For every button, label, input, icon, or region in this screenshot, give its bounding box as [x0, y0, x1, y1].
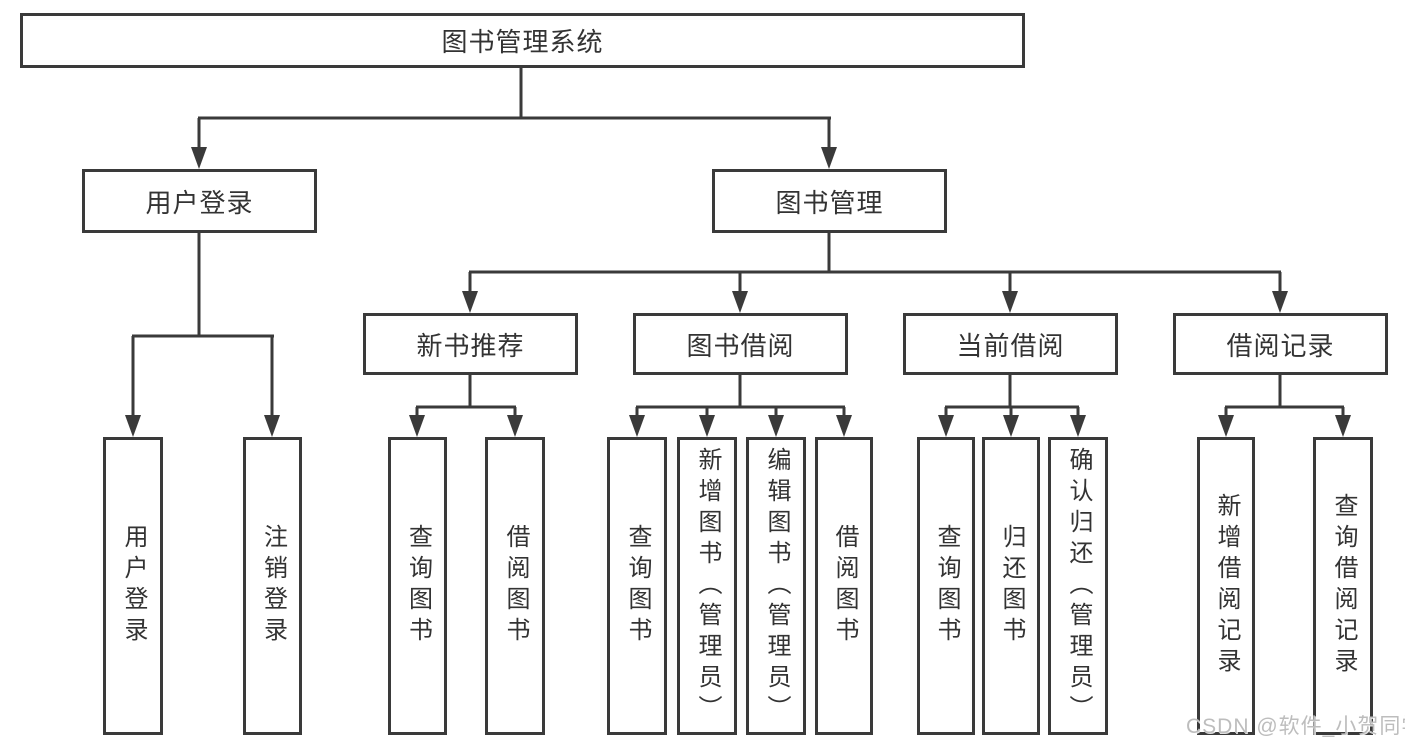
node-label: 查询图书: [933, 524, 960, 648]
node-label: 借阅图书: [831, 524, 858, 648]
leaf-user-login: 用户登录: [103, 437, 163, 735]
node-label: 借阅记录: [1226, 330, 1335, 361]
node-library-management-system: 图书管理系统: [20, 13, 1025, 68]
node-label: 当前借阅: [956, 330, 1065, 361]
leaf-borrow-books-recommend: 借阅图书: [485, 437, 545, 735]
node-new-book-recommendation: 新书推荐: [363, 313, 578, 375]
leaf-logout: 注销登录: [243, 437, 302, 735]
node-label: 确认归还（管理员）: [1065, 446, 1092, 726]
leaf-query-books-current: 查询图书: [917, 437, 975, 735]
node-label: 查询图书: [404, 524, 432, 648]
node-label: 图书借阅: [686, 330, 795, 361]
node-label: 编辑图书（管理员）: [763, 446, 790, 726]
leaf-edit-books-admin: 编辑图书（管理员）: [746, 437, 806, 735]
node-book-management: 图书管理: [712, 169, 947, 233]
node-label: 新增图书（管理员）: [694, 446, 721, 726]
node-label: 图书管理系统: [441, 27, 604, 57]
leaf-query-borrow-record: 查询借阅记录: [1313, 437, 1373, 735]
node-label: 新书推荐: [416, 330, 525, 361]
leaf-confirm-return-admin: 确认归还（管理员）: [1048, 437, 1108, 735]
node-book-borrowing: 图书借阅: [633, 313, 848, 375]
leaf-query-books-borrow: 查询图书: [607, 437, 667, 735]
node-label: 归还图书: [998, 524, 1025, 648]
node-label: 用户登录: [120, 524, 147, 648]
node-user-login: 用户登录: [82, 169, 317, 233]
leaf-query-books-recommend: 查询图书: [388, 437, 447, 735]
leaf-return-books: 归还图书: [982, 437, 1040, 735]
node-label: 注销登录: [259, 524, 287, 648]
node-current-borrowing: 当前借阅: [903, 313, 1118, 375]
node-label: 查询图书: [624, 524, 651, 648]
node-borrowing-records: 借阅记录: [1173, 313, 1388, 375]
leaf-borrow-books: 借阅图书: [815, 437, 873, 735]
leaf-add-books-admin: 新增图书（管理员）: [677, 437, 737, 735]
watermark: CSDN @软件_小贺同学: [1186, 715, 1405, 738]
node-label: 图书管理: [775, 187, 884, 218]
node-label: 借阅图书: [502, 524, 529, 648]
leaf-add-borrow-record: 新增借阅记录: [1197, 437, 1255, 735]
node-label: 查询借阅记录: [1330, 493, 1357, 679]
node-label: 用户登录: [145, 187, 254, 218]
node-label: 新增借阅记录: [1213, 493, 1240, 679]
